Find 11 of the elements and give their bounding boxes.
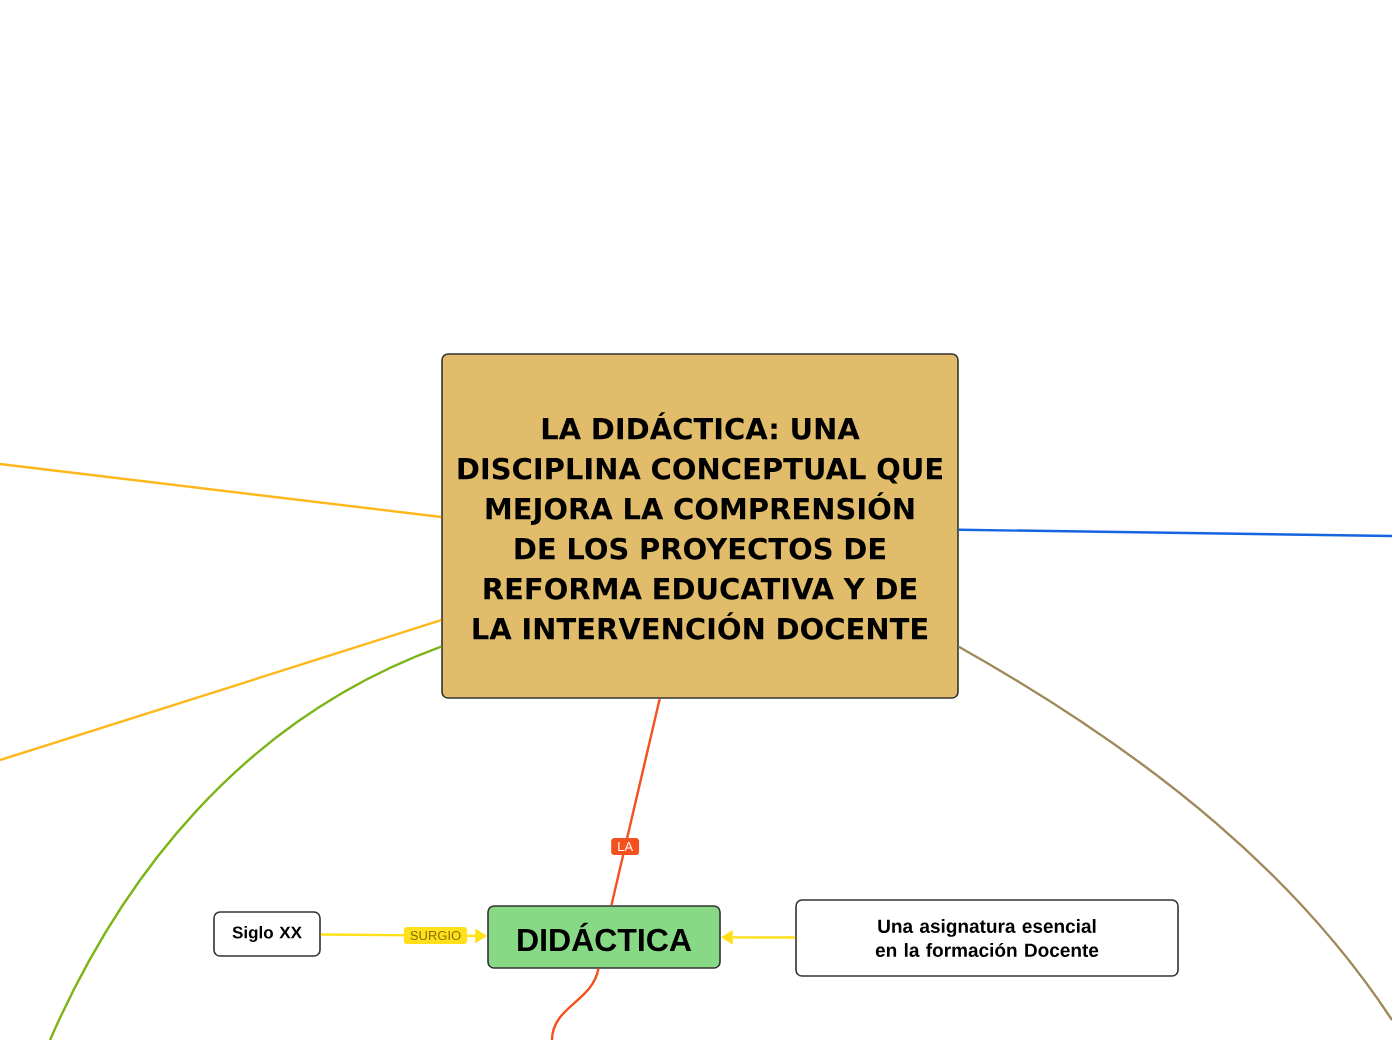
subtopic-box: DIDÁCTICA bbox=[487, 905, 721, 969]
topic-box: LA DIDÁCTICA: UNA DISCIPLINA CONCEPTUAL QUE MEJORA LA COMPRENSIÓN DE LOS PROYECTOS DE REFORMA EDUCATIVA Y DE LA INTERVENCIÓN DOCENTE bbox=[441, 353, 959, 699]
connector bbox=[550, 968, 600, 1040]
note-box: Siglo XX bbox=[213, 911, 321, 957]
connector bbox=[0, 462, 442, 519]
connector bbox=[610, 698, 661, 906]
connector bbox=[0, 619, 442, 762]
connector bbox=[958, 645, 1392, 1021]
connector bbox=[48, 645, 442, 1040]
note-box: Una asignatura esencial en la formación Docente bbox=[795, 899, 1179, 977]
connector bbox=[958, 528, 1392, 538]
